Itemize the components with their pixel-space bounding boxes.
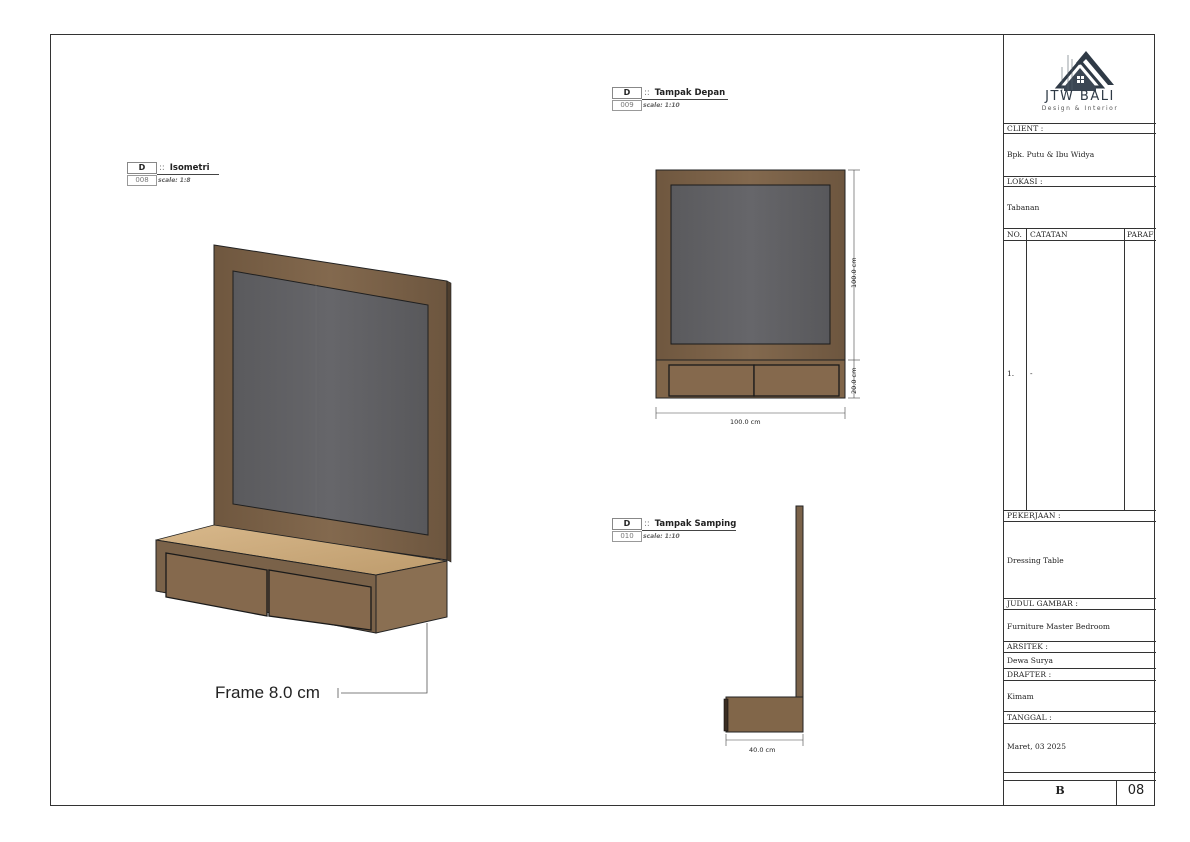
judul-gambar-value: Furniture Master Bedroom — [1007, 622, 1111, 631]
front-mirror-glass — [670, 184, 831, 345]
front-drawer-right — [753, 364, 840, 397]
side-depth-dimension: 40.0 cm — [749, 746, 776, 754]
divider — [1004, 609, 1156, 610]
divider — [1004, 123, 1156, 124]
view-title-front: Tampak Depan — [654, 88, 726, 98]
table-row-no: 1. — [1007, 369, 1015, 378]
view-scale-front: scale: 1:10 — [643, 102, 680, 109]
divider — [1004, 680, 1156, 681]
title-block: JTW BALI Design & Interior CLIENT : Bpk.… — [1003, 35, 1156, 805]
drawing-sheet: D 008 ::Isometri scale: 1:8 D 009 ::Tamp… — [50, 34, 1156, 806]
divider — [1004, 641, 1156, 642]
iso-drawer-right — [268, 569, 372, 631]
side-base — [725, 696, 804, 733]
iso-drawer-left — [165, 552, 268, 617]
front-base-height-dimension: 20.0 cm — [850, 367, 858, 394]
view-scale-isometric: scale: 1:8 — [158, 177, 191, 184]
isometric-dressing-table — [155, 244, 452, 698]
table-header-paraf: PARAF — [1127, 230, 1154, 239]
tanggal-value: Maret, 03 2025 — [1007, 742, 1066, 751]
company-logo: JTW BALI Design & Interior — [1004, 35, 1156, 123]
view-tag-number: 009 — [612, 100, 642, 111]
table-row-catatan: - — [1030, 369, 1033, 378]
front-dressing-table — [655, 169, 860, 419]
view-tag-number: 010 — [612, 531, 642, 542]
tanggal-label: TANGGAL : — [1007, 713, 1052, 722]
drafter-label: DRAFTER : — [1007, 670, 1052, 679]
view-tag-letter: D — [127, 162, 157, 174]
divider — [1004, 186, 1156, 187]
pekerjaan-label: PEKERJAAN : — [1007, 511, 1061, 520]
view-tag-title: ::Tampak Depan — [644, 88, 725, 98]
view-tag-letter: D — [612, 518, 642, 530]
table-header-catatan: CATATAN — [1030, 230, 1068, 239]
view-tag-underline — [157, 174, 219, 175]
front-drawer-left — [668, 364, 755, 397]
pekerjaan-value: Dressing Table — [1007, 556, 1064, 565]
arsitek-value: Dewa Surya — [1007, 656, 1053, 665]
iso-mirror-glass — [232, 270, 429, 536]
drawing-svg — [155, 169, 860, 746]
sheet-number: 08 — [1127, 783, 1145, 798]
frame-leader-line — [341, 623, 428, 694]
divider — [1004, 598, 1156, 599]
divider — [1004, 668, 1156, 669]
logo-wordmark: JTW BALI — [1045, 89, 1115, 104]
table-header-no: NO. — [1007, 230, 1022, 239]
sheet-code: B — [1055, 784, 1065, 797]
drawing-area: D 008 ::Isometri scale: 1:8 D 009 ::Tamp… — [51, 35, 1003, 805]
view-title-side: Tampak Samping — [654, 519, 737, 529]
side-dressing-table — [723, 505, 804, 746]
frame-annotation: Frame 8.0 cm — [215, 683, 320, 702]
drafter-value: Kimam — [1007, 692, 1034, 701]
view-tag-underline — [642, 530, 736, 531]
side-drawer-front — [723, 698, 729, 732]
view-tag-underline — [642, 99, 728, 100]
iso-mirror-frame-side — [446, 280, 452, 563]
divider — [1004, 780, 1156, 781]
arsitek-label: ARSITEK : — [1007, 642, 1049, 651]
client-label: CLIENT : — [1007, 124, 1044, 133]
lokasi-label: LOKASI : — [1007, 177, 1043, 186]
divider — [1004, 652, 1156, 653]
view-tag-separator: :: — [644, 519, 650, 529]
divider — [1004, 772, 1156, 773]
view-tag-number: 008 — [127, 175, 157, 186]
divider — [1004, 176, 1156, 177]
iso-base-right-face — [375, 560, 448, 634]
lokasi-value: Tabanan — [1007, 203, 1040, 212]
divider — [1004, 133, 1156, 134]
divider — [1004, 240, 1156, 241]
divider — [1004, 510, 1156, 511]
view-title-isometric: Isometri — [169, 163, 210, 173]
divider — [1004, 723, 1156, 724]
divider — [1004, 711, 1156, 712]
view-tag-title: ::Isometri — [159, 163, 210, 173]
view-tag-title: ::Tampak Samping — [644, 519, 736, 529]
front-width-dimension: 100.0 cm — [730, 418, 761, 426]
divider — [1004, 228, 1156, 229]
divider — [1004, 521, 1156, 522]
table-column-divider — [1026, 228, 1027, 510]
logo-tagline: Design & Interior — [1041, 105, 1119, 112]
view-scale-side: scale: 1:10 — [643, 533, 680, 540]
view-tag-separator: :: — [644, 88, 650, 98]
view-tag-letter: D — [612, 87, 642, 99]
judul-gambar-label: JUDUL GAMBAR : — [1007, 599, 1078, 608]
table-column-divider — [1124, 228, 1125, 510]
front-mirror-height-dimension: 100.0 cm — [850, 257, 858, 288]
house-logo-icon — [1054, 51, 1114, 91]
client-value: Bpk. Putu & Ibu Widya — [1007, 150, 1095, 159]
side-mirror-panel — [795, 505, 804, 698]
sheet-number-divider — [1116, 780, 1117, 805]
view-tag-separator: :: — [159, 163, 165, 173]
